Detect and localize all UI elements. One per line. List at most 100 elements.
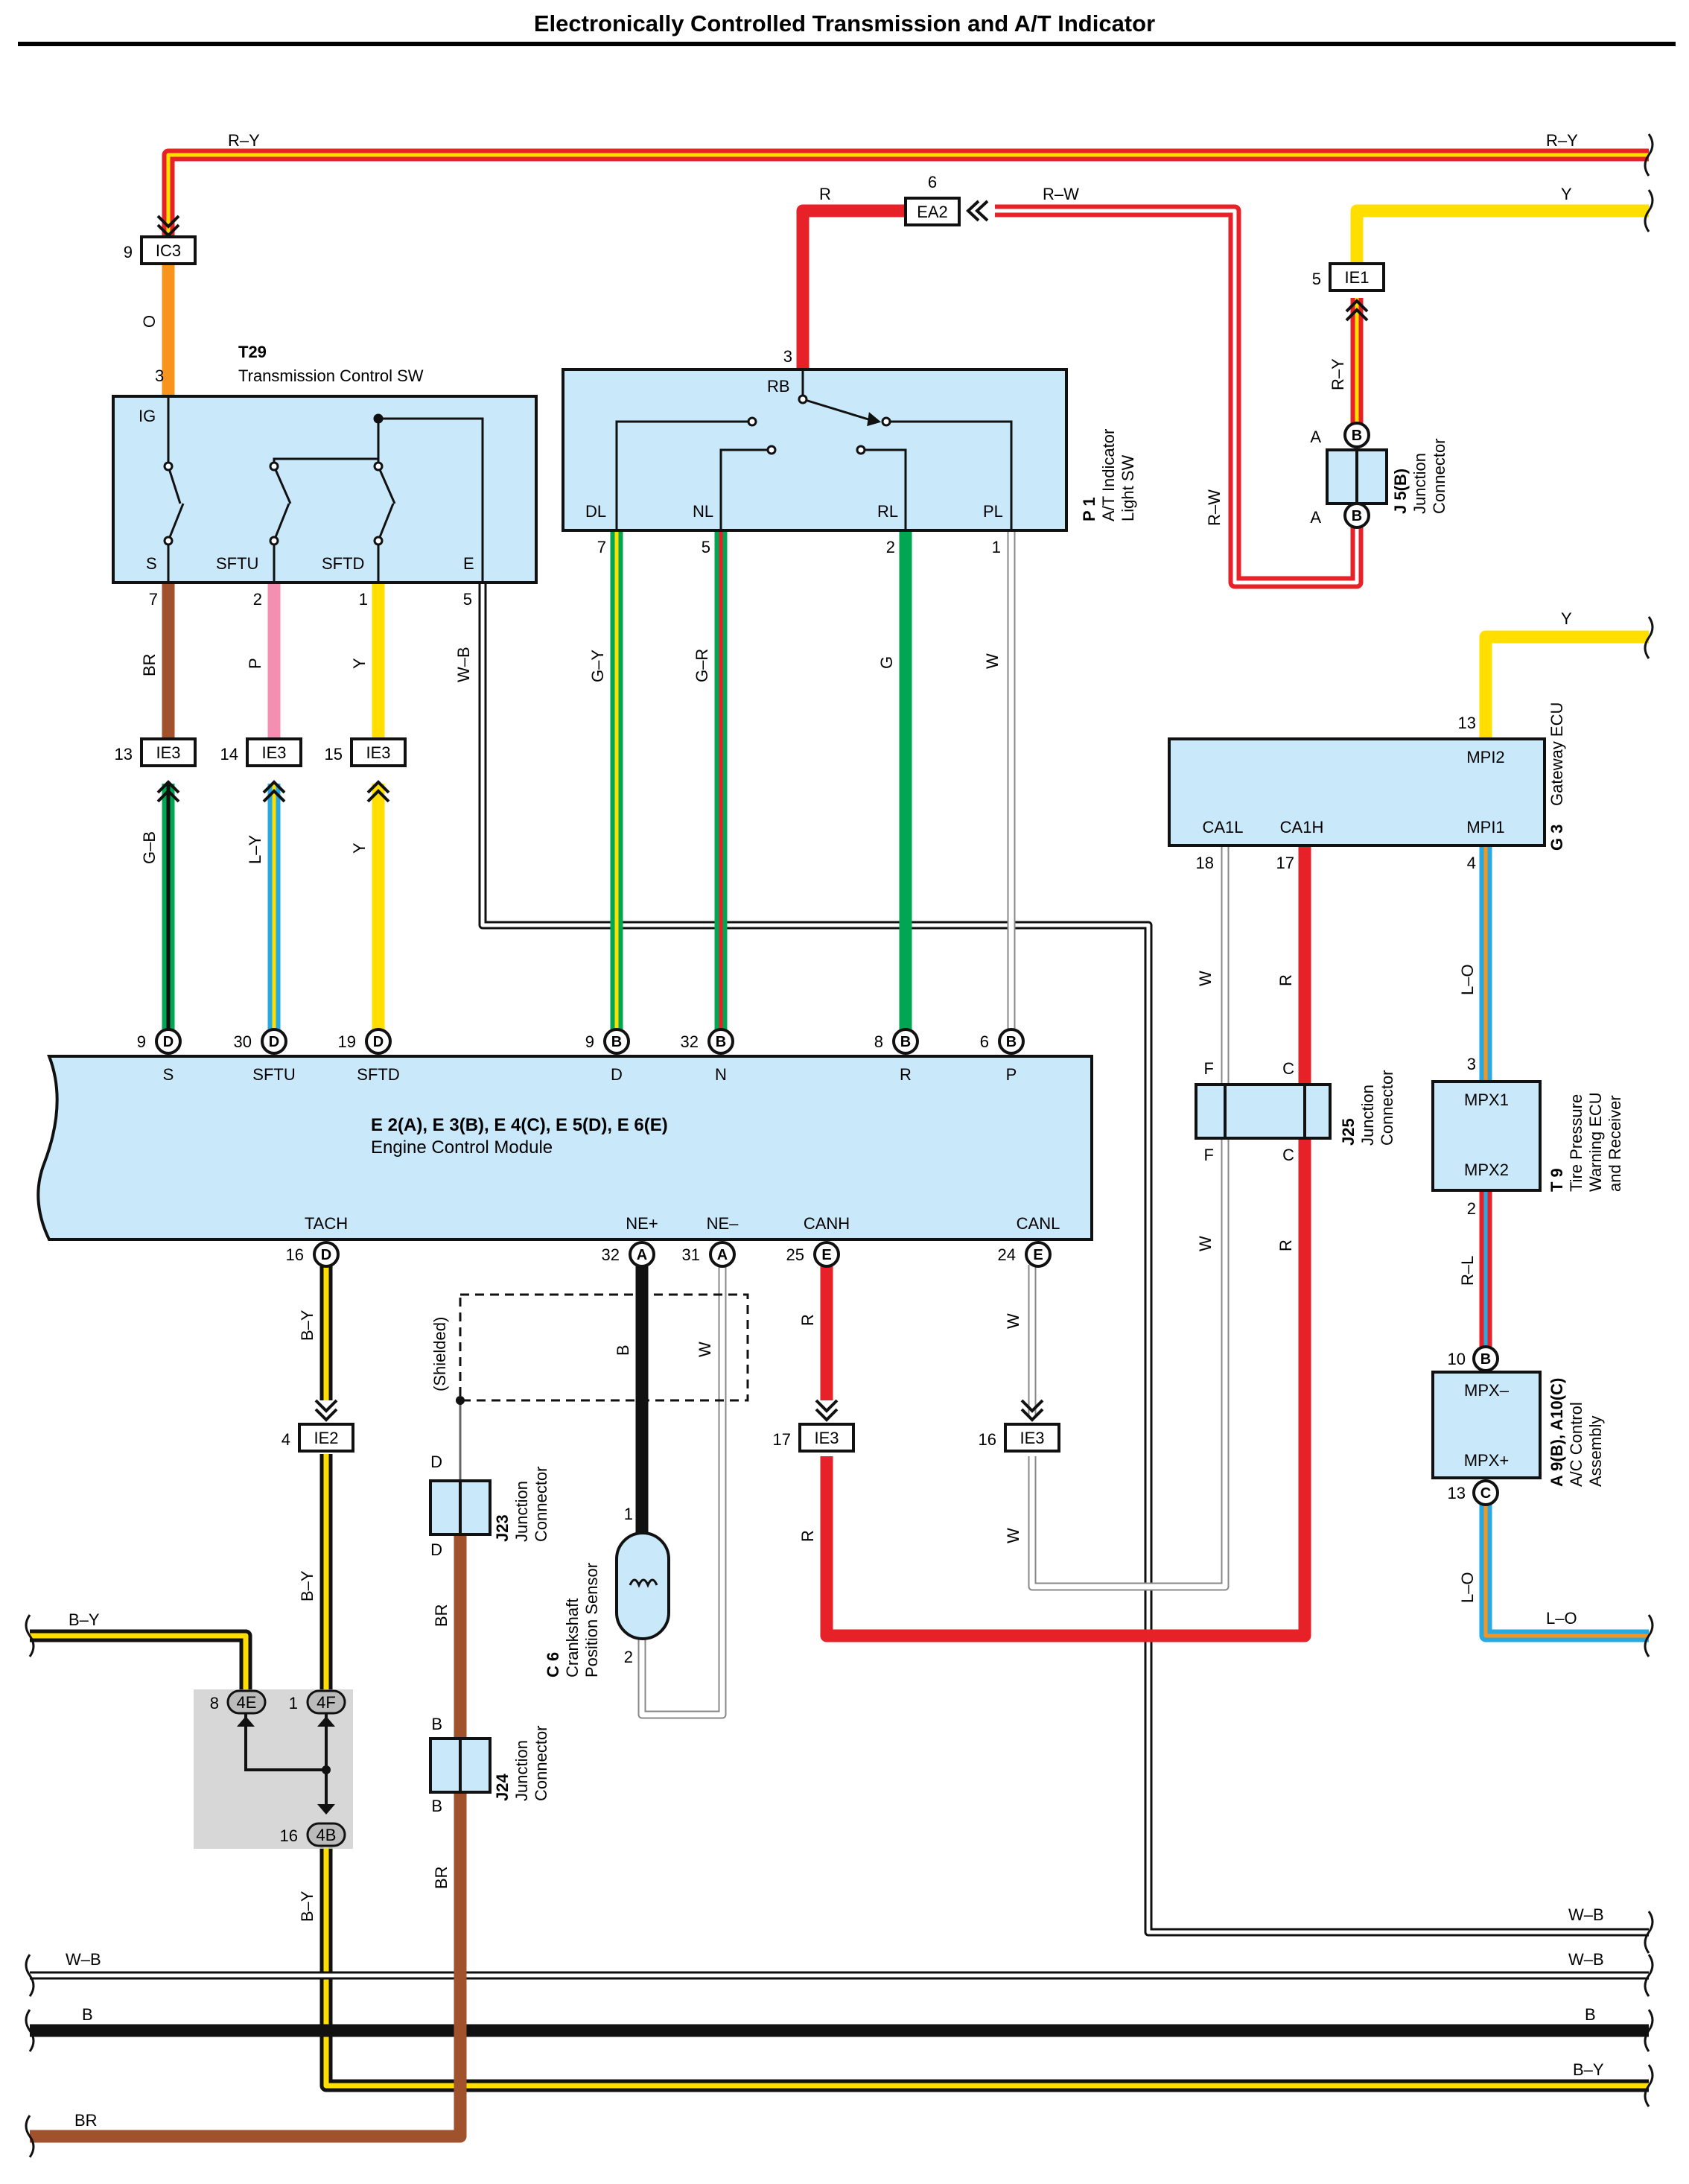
t9-pin-mpx2: MPX2 (1464, 1161, 1509, 1179)
svg-text:8: 8 (874, 1032, 883, 1051)
svg-text:IE3: IE3 (1020, 1429, 1044, 1447)
svg-text:R–Y: R–Y (228, 131, 260, 150)
svg-text:16: 16 (280, 1826, 298, 1845)
page-title: Electronically Controlled Transmission a… (533, 10, 1156, 36)
svg-text:Y: Y (1561, 609, 1572, 628)
svg-text:G–R: G–R (693, 649, 711, 682)
wire-labels: R–Y R–Y R R–W Y Y L–O W–B W–B W–B B B B–… (66, 131, 1604, 2130)
svg-text:BR: BR (432, 1604, 451, 1627)
svg-text:R: R (798, 1314, 817, 1326)
j25-pin-c-top: C (1282, 1059, 1294, 1078)
j5-name1: Junction (1410, 453, 1429, 514)
j23-pin-top: D (430, 1453, 442, 1471)
svg-text:B–Y: B–Y (69, 1610, 100, 1629)
svg-text:4F: 4F (317, 1693, 336, 1712)
svg-text:IE1: IE1 (1344, 268, 1369, 287)
svg-text:W: W (983, 653, 1002, 669)
c6-name1: Crankshaft (563, 1599, 582, 1677)
t29-switches (163, 396, 484, 582)
connector-ic3: IC3 9 (124, 235, 197, 265)
c6-crankshaft-position-sensor: 1 2 C 6 Crankshaft Position Sensor (544, 1505, 670, 1677)
svg-text:R: R (1276, 1239, 1295, 1251)
pin-a9-mpxm: B (1472, 1345, 1499, 1372)
t29-pin-sftu: SFTU (216, 554, 258, 573)
svg-text:R: R (1276, 974, 1295, 986)
wire-br-bottom (30, 1527, 467, 2143)
svg-text:E: E (1033, 1247, 1043, 1263)
svg-text:7: 7 (597, 538, 606, 556)
svg-text:B–Y: B–Y (298, 1891, 317, 1922)
j23-junction-connector: D D J23 Junction Connector (429, 1453, 550, 1559)
j23-name1: Junction (512, 1481, 531, 1542)
j24-code: J24 (493, 1774, 512, 1801)
wire-w-b-e (478, 575, 1649, 1937)
svg-text:G: G (877, 656, 896, 669)
svg-text:IC3: IC3 (156, 241, 181, 260)
pin-ecm-p: B (998, 1028, 1025, 1055)
svg-text:P: P (246, 658, 264, 669)
svg-text:B: B (611, 1034, 622, 1050)
svg-text:2: 2 (1467, 1199, 1476, 1218)
svg-text:W–B: W–B (1568, 1950, 1604, 1969)
svg-text:C: C (1480, 1485, 1491, 1502)
t9-name2: Warning ECU (1586, 1092, 1605, 1192)
j25-name1: Junction (1358, 1085, 1377, 1146)
t29-pin-e: E (463, 554, 474, 573)
j24-junction-connector: B B J24 Junction Connector (429, 1715, 550, 1815)
svg-text:B: B (1480, 1351, 1491, 1368)
svg-text:32: 32 (602, 1245, 620, 1264)
connector-ie3-s: IE3 13 (115, 737, 197, 767)
svg-text:19: 19 (338, 1032, 356, 1051)
wire-y-mpi2 (1479, 630, 1649, 739)
connector-ie3-canh: IE3 17 (773, 1423, 855, 1453)
g3-code: G 3 (1548, 825, 1566, 851)
svg-text:L–Y: L–Y (246, 835, 264, 864)
wire-r-can (820, 845, 1311, 1642)
svg-text:IE3: IE3 (814, 1429, 839, 1447)
svg-text:BR: BR (140, 653, 159, 676)
pin-ecm-nem: A (709, 1241, 736, 1268)
ecm-pin-n: N (715, 1065, 727, 1084)
svg-text:18: 18 (1196, 854, 1214, 872)
connector-ie1: IE1 5 (1312, 262, 1385, 292)
a9-pin-mpxm: MPX– (1464, 1381, 1510, 1400)
svg-text:W: W (1196, 1236, 1215, 1251)
connector-ie3-sftu: IE3 14 (220, 737, 302, 767)
svg-text:G–Y: G–Y (588, 650, 607, 682)
ecm-codes: E 2(A), E 3(B), E 4(C), E 5(D), E 6(E) (371, 1115, 668, 1135)
ecm-pin-d: D (611, 1065, 623, 1084)
pin-j5-top: B (1343, 422, 1370, 448)
pin-ecm-nep: A (629, 1241, 655, 1268)
svg-text:R–W: R–W (1043, 185, 1079, 203)
svg-text:30: 30 (234, 1032, 252, 1051)
svg-text:B: B (1352, 428, 1362, 444)
c6-code: C 6 (544, 1652, 562, 1677)
ecm-pin-canh: CANH (804, 1214, 850, 1233)
svg-text:6: 6 (928, 173, 937, 191)
svg-text:R–L: R–L (1458, 1256, 1477, 1286)
svg-text:31: 31 (682, 1245, 700, 1264)
svg-text:B–Y: B–Y (1573, 2060, 1604, 2079)
svg-text:2: 2 (886, 538, 895, 556)
j25-code: J25 (1339, 1118, 1358, 1146)
svg-text:17: 17 (1276, 854, 1294, 872)
svg-text:25: 25 (786, 1245, 804, 1264)
c6-pin-2: 2 (624, 1648, 633, 1666)
connector-ie3-canl: IE3 16 (979, 1423, 1060, 1453)
g3-name: Gateway ECU (1548, 702, 1566, 806)
svg-text:2: 2 (253, 590, 262, 609)
svg-text:9: 9 (585, 1032, 594, 1051)
svg-text:5: 5 (463, 590, 472, 609)
svg-text:W: W (1004, 1313, 1022, 1329)
p1-name2: Light SW (1119, 455, 1137, 521)
c6-pin-1: 1 (624, 1505, 633, 1523)
j25-pin-f-top: F (1204, 1059, 1214, 1078)
t29-transmission-control-sw: T29 Transmission Control SW IG S SFTU SF… (112, 343, 538, 584)
pin-ecm-canl: E (1025, 1241, 1052, 1268)
svg-text:13: 13 (115, 745, 133, 764)
p1-pin-rl: RL (877, 502, 898, 521)
wires (30, 148, 1649, 2143)
svg-text:R–Y: R–Y (1546, 131, 1578, 150)
svg-text:G–B: G–B (140, 831, 159, 864)
svg-text:3: 3 (783, 347, 792, 366)
